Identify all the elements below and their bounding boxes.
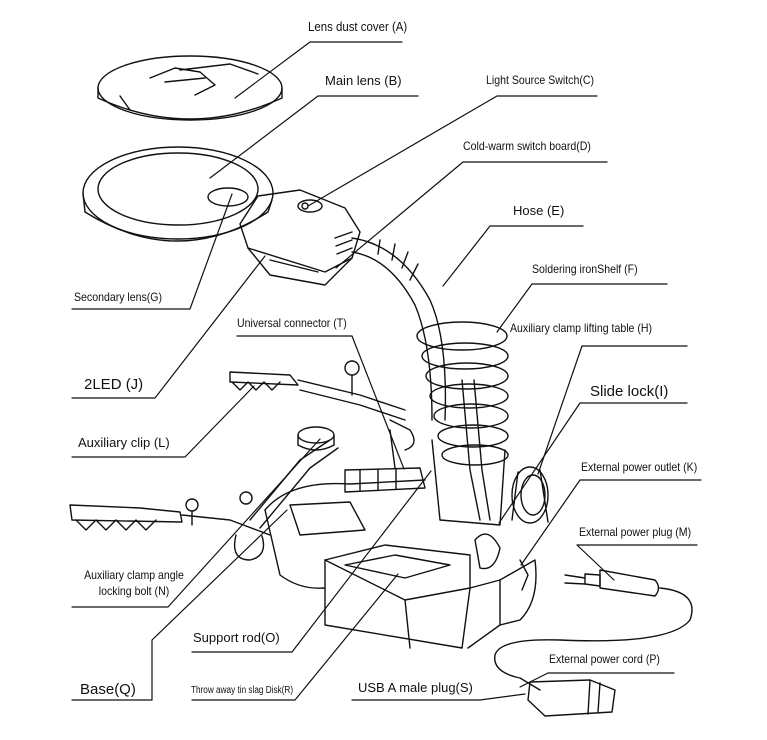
main-lens-drawing (82, 146, 274, 242)
leader-k (520, 479, 702, 566)
leader-p (519, 672, 675, 688)
leader-r (191, 573, 399, 701)
label-secondary-lens: Secondary lens(G) (74, 290, 163, 304)
label-slide-lock: Slide lock(I) (590, 383, 669, 400)
soldering-iron-shelf-drawing (416, 321, 509, 521)
label-lens-dust-cover: Lens dust cover (A) (308, 19, 408, 34)
label-universal-connector: Universal connector (T) (237, 316, 347, 330)
label-external-power-cord: External power cord (P) (549, 652, 660, 666)
label-cold-warm-switch-board: Cold-warm switch board(D) (463, 139, 591, 153)
lens-dust-cover-drawing (97, 55, 283, 121)
label-auxiliary-clip: Auxiliary clip (L) (78, 435, 170, 450)
leader-m (576, 544, 698, 581)
label-hose: Hose (E) (513, 203, 565, 218)
leader-q (71, 509, 288, 701)
leader-h (537, 345, 688, 475)
label-main-lens: Main lens (B) (325, 73, 402, 88)
power-plug-cord-drawing (494, 569, 693, 717)
hose-drawing (351, 237, 447, 421)
leader-lines (71, 41, 702, 701)
column-drawing (431, 439, 549, 570)
base-drawing (264, 479, 537, 649)
leader-c (307, 95, 598, 207)
leader-g (71, 193, 233, 310)
leader-o (191, 470, 432, 653)
leader-e (442, 225, 584, 287)
label-external-power-outlet: External power outlet (K) (581, 460, 698, 474)
leader-j (71, 255, 266, 399)
label-auxiliary-clamp-lifting-table: Auxiliary clamp lifting table (H) (510, 321, 653, 335)
leader-t (236, 335, 405, 470)
leader-n (71, 438, 321, 608)
label-n-line2: locking bolt (N) (98, 584, 170, 598)
label-base: Base(Q) (80, 681, 136, 698)
label-auxiliary-clamp-angle-locking-bolt: Auxiliary clamp angle locking bolt (N) (68, 568, 200, 598)
label-usb-a-male-plug: USB A male plug(S) (358, 680, 473, 695)
leader-d (335, 161, 608, 269)
label-soldering-iron-shelf: Soldering ironShelf (F) (532, 262, 638, 276)
label-n-line1: Auxiliary clamp angle (84, 568, 184, 582)
label-throw-away-tin-slag-disk: Throw away tin slag Disk(R) (191, 685, 294, 696)
leader-f (496, 283, 668, 333)
lamp-head-drawing (239, 189, 361, 286)
label-external-power-plug: External power plug (M) (579, 525, 692, 539)
leader-b (209, 95, 419, 179)
label-support-rod: Support rod(O) (193, 630, 280, 645)
label-2led: 2LED (J) (84, 376, 144, 393)
leader-a (234, 41, 403, 99)
label-light-source-switch: Light Source Switch(C) (486, 73, 594, 87)
clip-arms-drawing (69, 360, 426, 561)
leader-s (351, 693, 526, 701)
leader-l (71, 385, 255, 458)
leader-i (498, 402, 688, 524)
